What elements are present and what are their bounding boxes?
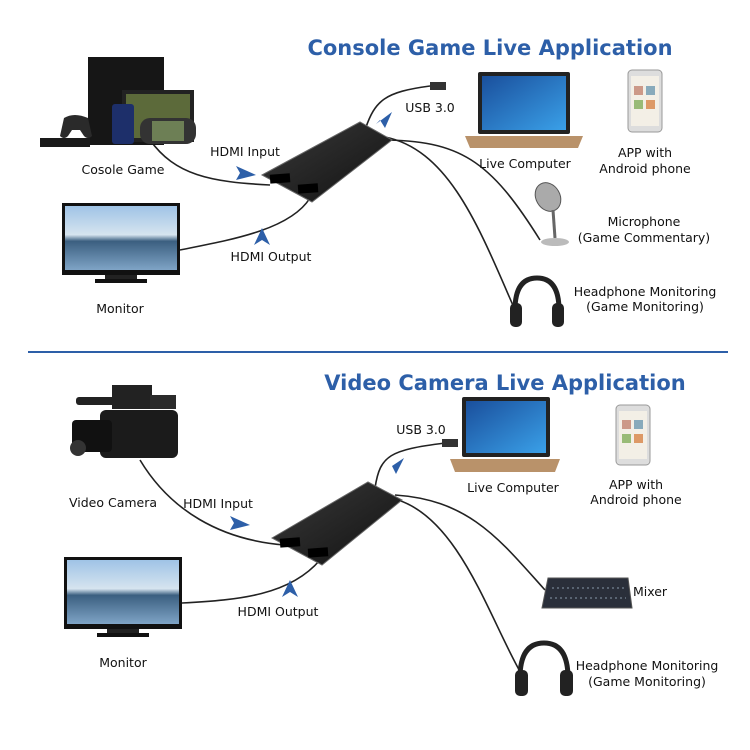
app-label-line1: APP with bbox=[618, 145, 672, 160]
arrow-icon bbox=[386, 458, 404, 474]
usb-plug-icon bbox=[430, 82, 446, 90]
headphone-label-line1: Headphone Monitoring bbox=[574, 284, 717, 299]
usb-label: USB 3.0 bbox=[405, 100, 455, 115]
monitor-image bbox=[64, 557, 182, 637]
usb-plug-icon bbox=[442, 439, 458, 447]
app-label-line2: Android phone bbox=[590, 492, 682, 507]
computer-label: Live Computer bbox=[467, 480, 559, 495]
microphone-icon bbox=[534, 182, 569, 246]
video-camera-image bbox=[70, 385, 178, 458]
camera-label: Video Camera bbox=[69, 495, 157, 510]
monitor-label: Monitor bbox=[99, 655, 147, 670]
arrow-icon bbox=[230, 516, 250, 530]
capture-card-image bbox=[260, 121, 393, 203]
cables bbox=[149, 85, 541, 311]
laptop-image bbox=[465, 72, 583, 148]
app-label-line1: APP with bbox=[609, 477, 663, 492]
hdmi-input-label: HDMI Input bbox=[210, 144, 280, 159]
headphones-icon bbox=[510, 275, 564, 327]
arrow-icon bbox=[254, 228, 270, 245]
capture-card-image bbox=[270, 481, 403, 566]
arrow-icon bbox=[282, 580, 298, 597]
mic-label-line1: Microphone bbox=[608, 214, 681, 229]
bottom-section: Video Camera Live Application Video Came… bbox=[64, 371, 718, 696]
app-label-line2: Android phone bbox=[599, 161, 691, 176]
headphones-icon bbox=[515, 640, 573, 696]
console-label: Cosole Game bbox=[82, 162, 165, 177]
usb-label: USB 3.0 bbox=[396, 422, 446, 437]
hdmi-input-label: HDMI Input bbox=[183, 496, 253, 511]
mic-label-line2: (Game Commentary) bbox=[578, 230, 710, 245]
laptop-image bbox=[450, 397, 560, 472]
monitor-image bbox=[62, 203, 180, 283]
computer-label: Live Computer bbox=[479, 156, 571, 171]
arrow-icon bbox=[376, 112, 392, 128]
arrow-icon bbox=[236, 166, 256, 180]
mixer-icon bbox=[541, 577, 633, 609]
cables bbox=[139, 442, 546, 676]
phone-image bbox=[615, 404, 651, 466]
headphone-label-line1: Headphone Monitoring bbox=[576, 658, 719, 673]
section-title: Video Camera Live Application bbox=[324, 371, 685, 395]
monitor-label: Monitor bbox=[96, 301, 144, 316]
section-title: Console Game Live Application bbox=[307, 36, 672, 60]
headphone-label-line2: (Game Monitoring) bbox=[588, 674, 706, 689]
hdmi-output-label: HDMI Output bbox=[238, 604, 319, 619]
game-console-image bbox=[40, 57, 196, 147]
top-section: Console Game Live Application Cosole Gam… bbox=[40, 36, 716, 327]
headphone-label-line2: (Game Monitoring) bbox=[586, 299, 704, 314]
mixer-label: Mixer bbox=[633, 584, 668, 599]
hdmi-output-label: HDMI Output bbox=[231, 249, 312, 264]
phone-image bbox=[627, 69, 663, 133]
